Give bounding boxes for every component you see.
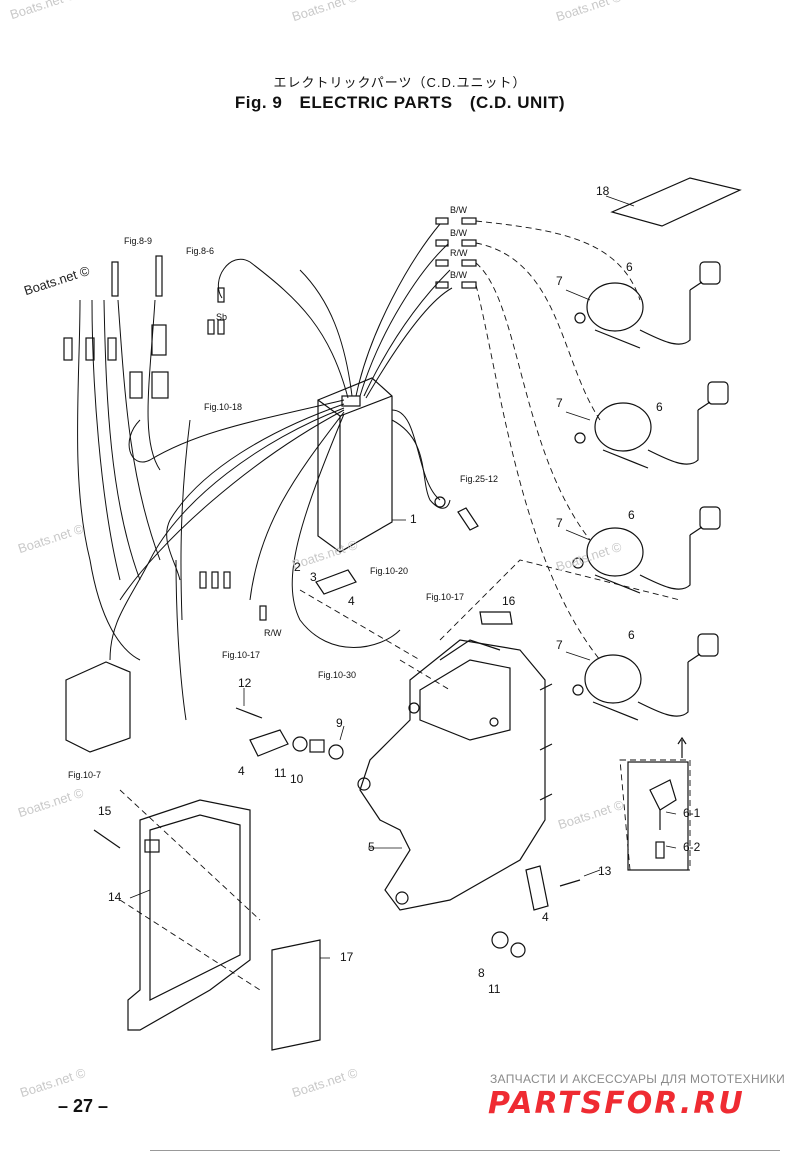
callout-4: 4 [348, 594, 355, 608]
page-number: – 27 – [58, 1096, 109, 1116]
callout-leaders [129, 195, 677, 959]
footer-brand-logo: PARTSFOR.RU [488, 1086, 745, 1121]
callout-6: 6 [628, 628, 635, 642]
callout-17: 17 [340, 950, 354, 964]
ref-fig10-17: Fig.10-17 [222, 650, 261, 660]
ref-fig8-6: Fig.8-6 [186, 246, 215, 256]
ref-fig10-30: Fig.10-30 [318, 670, 357, 680]
callout-8: 8 [478, 966, 485, 980]
callout-11: 11 [274, 766, 287, 780]
cd-unit [317, 377, 393, 553]
bracket-plate [357, 639, 553, 911]
plug-cap-detail [627, 736, 689, 871]
ref-fig10-17: Fig.10-17 [426, 592, 465, 602]
callout-1: 1 [410, 512, 417, 526]
callout-6: 6 [626, 260, 633, 274]
callout-6-1: 6-1 [683, 806, 701, 820]
wire-label-bw: B/W [450, 228, 467, 238]
callout-6-2: 6-2 [683, 840, 701, 854]
wire-harness [77, 223, 453, 721]
ref-fig25-12: Fig.25-12 [460, 474, 499, 484]
callout-12: 12 [238, 676, 252, 690]
callout-13: 13 [598, 864, 612, 878]
page-title: Fig. 9 ELECTRIC PARTS (C.D. UNIT) [0, 93, 800, 113]
callout-7: 7 [556, 274, 563, 288]
callout-11: 11 [488, 982, 501, 996]
japanese-title: エレクトリックパーツ（C.D.ユニット） [273, 75, 527, 90]
callout-6: 6 [628, 508, 635, 522]
title-text: ELECTRIC PARTS [299, 93, 453, 112]
cover-14 [127, 799, 251, 1031]
callout-3: 3 [310, 570, 317, 584]
callout-16: 16 [502, 594, 516, 608]
callout-4: 4 [542, 910, 549, 924]
callout-10: 10 [290, 772, 304, 786]
callout-5: 5 [368, 840, 375, 854]
footer-russian-text: ЗАПЧАСТИ И АКСЕССУАРЫ ДЛЯ МОТОТЕХНИКИ [490, 1072, 786, 1086]
bottom-rule [150, 1150, 780, 1151]
subtitle-text: (C.D. UNIT) [469, 93, 566, 112]
ref-fig10-20: Fig.10-20 [370, 566, 409, 576]
wire-label-rw: R/W [450, 248, 468, 258]
callout-6: 6 [656, 400, 663, 414]
wire-label-rw: R/W [264, 628, 282, 638]
ref-fig8-9: Fig.8-9 [124, 236, 153, 246]
ref-fig10-18: Fig.10-18 [204, 402, 243, 412]
callout-7: 7 [556, 638, 563, 652]
connectors-left [63, 255, 267, 621]
callout-4: 4 [238, 764, 245, 778]
ref-fig10-7: Fig.10-7 [68, 770, 102, 780]
callout-9: 9 [336, 716, 343, 730]
callout-7: 7 [556, 396, 563, 410]
callout-2: 2 [294, 560, 301, 574]
dashed-leaders [119, 220, 691, 991]
ignition-coils [572, 261, 729, 721]
callout-14: 14 [108, 890, 122, 904]
wire-label-bw: B/W [450, 270, 467, 280]
callout-15: 15 [98, 804, 112, 818]
small-parts [93, 496, 581, 1051]
wire-label-sb: Sb [216, 312, 228, 322]
callout-7: 7 [556, 516, 563, 530]
fig-label: Fig. 9 [234, 93, 283, 112]
callout-18: 18 [596, 184, 610, 198]
wire-label-bw: B/W [450, 205, 467, 215]
rectifier [65, 661, 131, 753]
label-18 [610, 177, 742, 227]
